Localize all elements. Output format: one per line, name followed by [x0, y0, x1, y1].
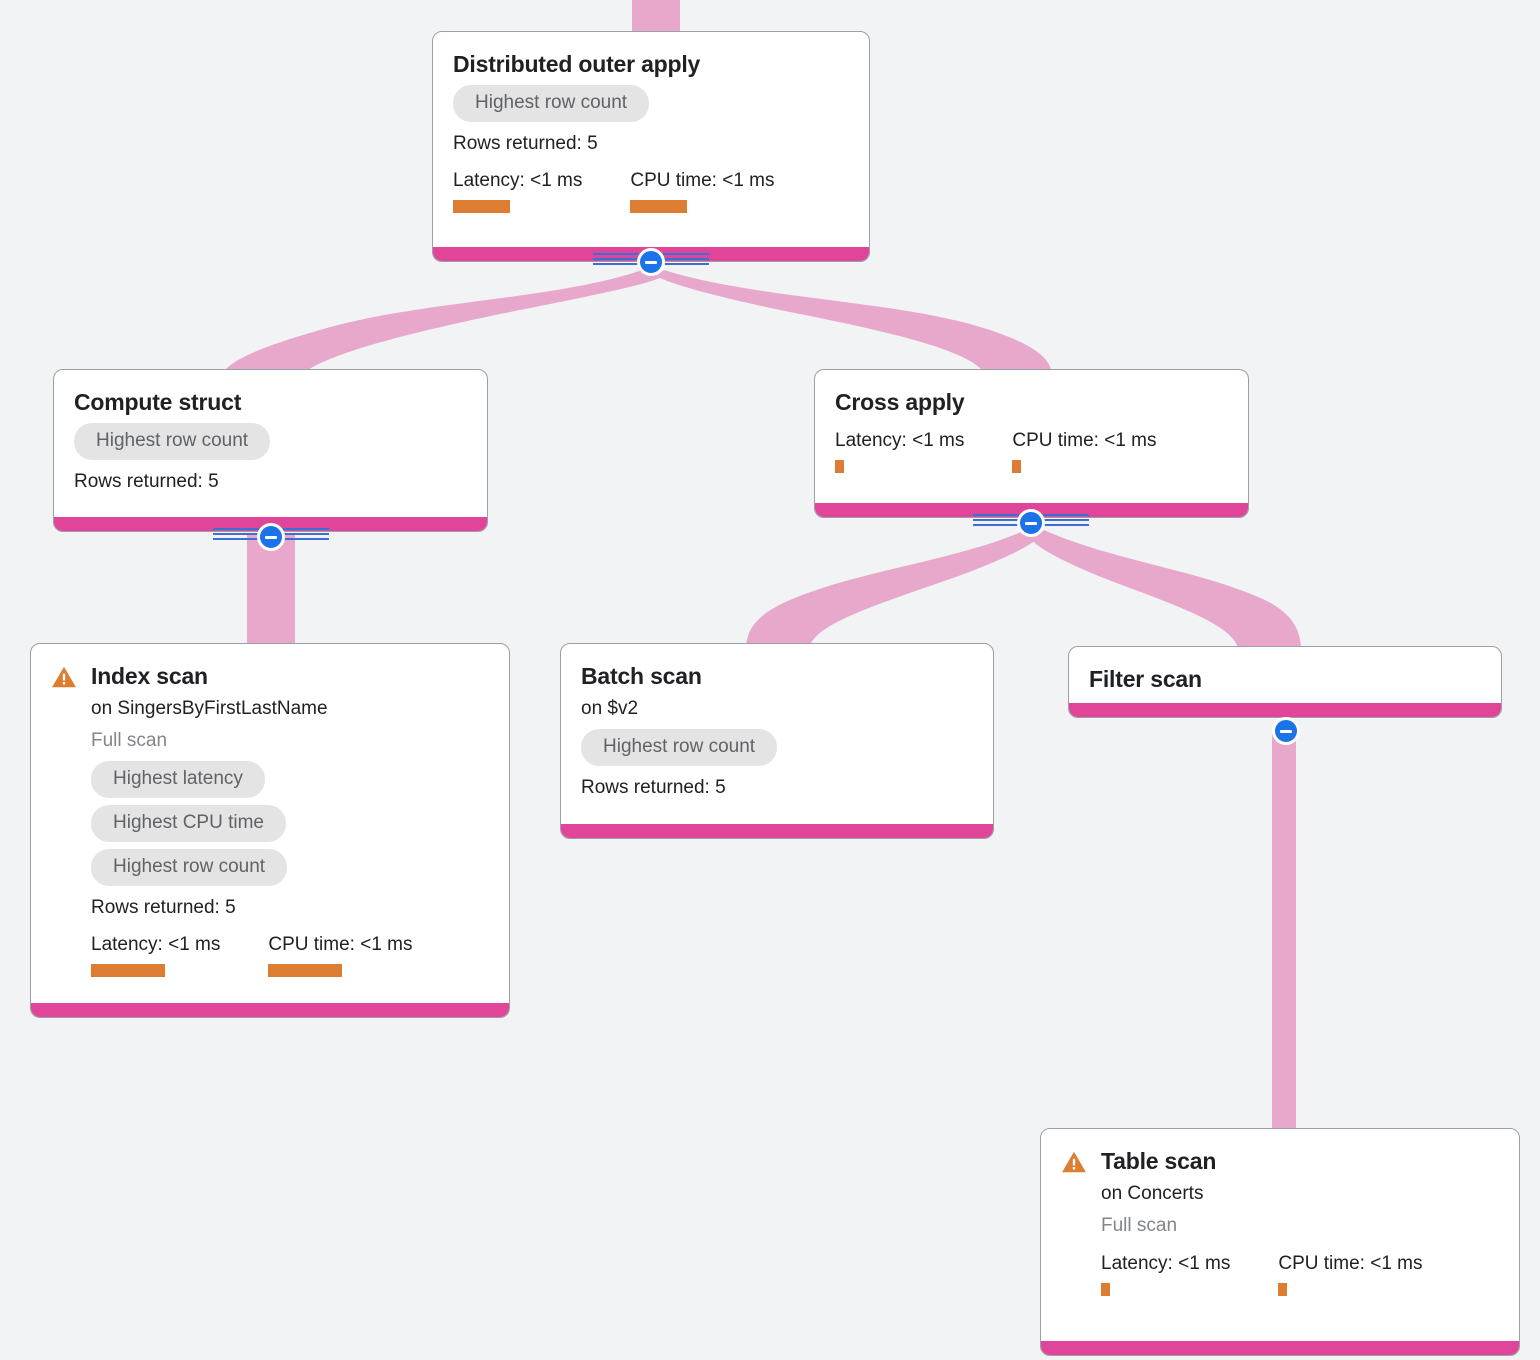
cpu-time-metric: CPU time: <1 ms [268, 934, 413, 977]
node-footer-bar [1041, 1341, 1519, 1355]
rows-returned: Rows returned: 5 [91, 897, 236, 918]
edge-root-to-compute-struct [222, 268, 660, 374]
latency-metric-label: Latency: <1 ms [1101, 1253, 1231, 1274]
node-footer-bar [561, 824, 993, 838]
node-title: Batch scan [581, 663, 702, 689]
node-title: Filter scan [1089, 666, 1202, 692]
chip-row: Highest CPU time [91, 798, 489, 842]
metrics-row: Latency: <1 ms CPU time: <1 ms [1101, 1253, 1499, 1296]
badge-chip: Highest row count [74, 423, 271, 460]
latency-metric-bar [91, 964, 165, 977]
rows-returned: Rows returned: 5 [453, 133, 598, 154]
cpu-time-metric-bar [630, 200, 688, 213]
cpu-time-metric-label: CPU time: <1 ms [1012, 430, 1157, 451]
latency-metric-bar [835, 460, 844, 473]
node-header: Batch scan [581, 662, 973, 690]
badge-chip: Highest row count [91, 849, 288, 886]
latency-metric-label: Latency: <1 ms [453, 170, 583, 191]
latency-metric: Latency: <1 ms [1101, 1253, 1230, 1296]
latency-metric-bar [453, 200, 510, 213]
node-subtitle: on SingersByFirstLastName [91, 698, 328, 719]
cpu-time-metric: CPU time: <1 ms [1278, 1253, 1423, 1296]
node-header: Compute struct [74, 388, 467, 416]
edge-root-to-cross-apply [656, 270, 1052, 374]
node-scan-note: Full scan [1101, 1215, 1178, 1236]
edge-cross-apply-to-batch-scan [746, 529, 1038, 645]
collapse-toggle-compute-struct[interactable] [257, 523, 285, 551]
collapse-toggle-distributed-outer-apply[interactable] [637, 248, 665, 276]
node-header: Cross apply [835, 388, 1228, 416]
latency-metric: Latency: <1 ms [453, 170, 582, 213]
warning-icon [1062, 1151, 1086, 1173]
node-footer-bar [31, 1003, 509, 1017]
node-scan-note: Full scan [91, 730, 168, 751]
warning-icon [52, 666, 76, 688]
node-title: Table scan [1101, 1148, 1217, 1174]
metrics-row: Latency: <1 ms CPU time: <1 ms [91, 934, 489, 977]
badge-chip: Highest row count [453, 85, 650, 122]
latency-metric-bar [1101, 1283, 1110, 1296]
node-body: Filter scan [1069, 647, 1501, 707]
latency-metric: Latency: <1 ms [835, 430, 964, 473]
chip-row: Highest row count [581, 722, 973, 766]
cpu-time-metric-bar [268, 964, 343, 977]
metrics-row: Latency: <1 ms CPU time: <1 ms [453, 170, 849, 213]
node-header: Filter scan [1089, 665, 1481, 693]
chip-row: Highest latency [91, 754, 489, 798]
node-title: Index scan [91, 663, 208, 689]
chip-row: Highest row count [91, 842, 489, 886]
node-title: Distributed outer apply [453, 51, 701, 77]
metrics-row: Latency: <1 ms CPU time: <1 ms [835, 430, 1228, 473]
collapse-toggle-filter-scan[interactable] [1272, 717, 1300, 745]
node-header: Index scan [51, 662, 489, 690]
rows-returned: Rows returned: 5 [74, 471, 219, 492]
cpu-time-metric-bar [1012, 460, 1022, 473]
rows-returned: Rows returned: 5 [581, 777, 726, 798]
edge-compute-struct-to-index-scan [247, 534, 295, 648]
node-header: Table scan [1061, 1147, 1499, 1175]
cpu-time-metric-bar [1278, 1283, 1288, 1296]
latency-metric: Latency: <1 ms [91, 934, 220, 977]
cpu-time-metric-label: CPU time: <1 ms [1278, 1253, 1423, 1274]
plan-node-filter-scan[interactable]: Filter scan [1068, 646, 1502, 718]
cpu-time-metric-label: CPU time: <1 ms [268, 934, 413, 955]
node-title: Cross apply [835, 389, 965, 415]
badge-chip: Highest CPU time [91, 805, 286, 842]
chip-row: Highest row count [74, 416, 467, 460]
node-subtitle: on $v2 [581, 698, 639, 719]
edge-filter-scan-to-table-scan [1272, 730, 1296, 1132]
badge-chip: Highest row count [581, 729, 778, 766]
node-header: Distributed outer apply [453, 50, 849, 78]
badge-chip: Highest latency [91, 761, 265, 798]
cpu-time-metric: CPU time: <1 ms [1012, 430, 1157, 473]
latency-metric-label: Latency: <1 ms [835, 430, 965, 451]
cpu-time-metric: CPU time: <1 ms [630, 170, 775, 213]
collapse-toggle-cross-apply[interactable] [1017, 509, 1045, 537]
cpu-time-metric-label: CPU time: <1 ms [630, 170, 775, 191]
edge-cross-apply-to-filter-scan [1032, 530, 1301, 648]
node-subtitle: on Concerts [1101, 1183, 1204, 1204]
latency-metric-label: Latency: <1 ms [91, 934, 221, 955]
node-footer-bar [1069, 703, 1501, 717]
chip-row: Highest row count [453, 78, 849, 122]
node-title: Compute struct [74, 389, 242, 415]
